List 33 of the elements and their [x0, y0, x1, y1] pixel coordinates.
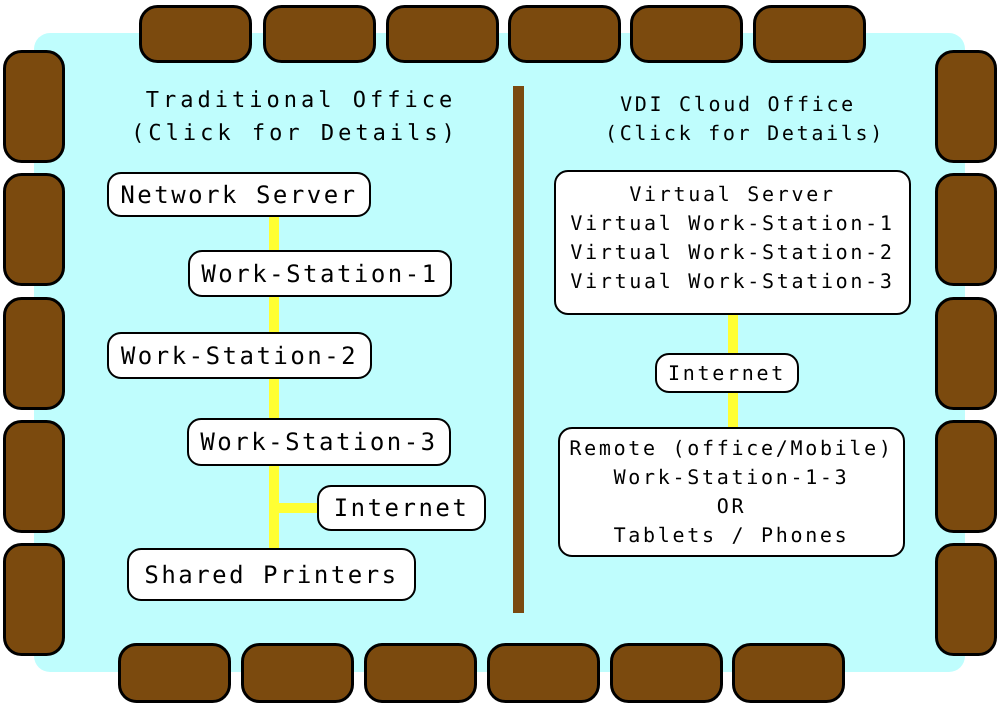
box-label: Work-Station-2	[120, 340, 358, 370]
box-label: Internet	[668, 360, 786, 386]
box-label: Virtual Work-Station-2	[570, 238, 895, 266]
box-label: Work-Station-1	[201, 258, 439, 288]
rounded-box	[187, 418, 451, 466]
box-label: OR	[716, 493, 746, 520]
connector-line	[269, 217, 279, 250]
rounded-box	[554, 170, 911, 315]
section-heading: Traditional Office	[146, 87, 456, 115]
box-label: Internet	[334, 493, 470, 523]
rounded-box	[107, 332, 372, 379]
box-label: Virtual Work-Station-1	[570, 210, 895, 236]
rounded-box	[317, 485, 486, 531]
rounded-box	[127, 548, 416, 601]
box-label: Shared Printers	[144, 560, 399, 590]
connector-line	[269, 379, 279, 418]
section-heading: (Click for Details)	[604, 120, 886, 147]
connector-line	[728, 393, 738, 427]
section-heading: (Click for Details)	[131, 120, 459, 148]
rounded-box	[655, 353, 799, 393]
box-label: Virtual Server	[629, 180, 836, 208]
rounded-box	[107, 172, 371, 217]
connector-line	[728, 315, 738, 353]
rounded-box	[558, 427, 905, 557]
rounded-box	[188, 250, 452, 297]
box-label: Work-Station-3	[200, 427, 438, 457]
connector-line	[269, 297, 279, 332]
box-label: Remote (office/Mobile)	[569, 435, 894, 462]
box-label: Network Server	[120, 180, 358, 210]
section-heading: VDI Cloud Office	[620, 91, 856, 118]
box-label: Virtual Work-Station-3	[570, 268, 895, 294]
box-label: Tablets / Phones	[614, 522, 850, 549]
box-label: Work-Station-1-3	[614, 464, 850, 491]
